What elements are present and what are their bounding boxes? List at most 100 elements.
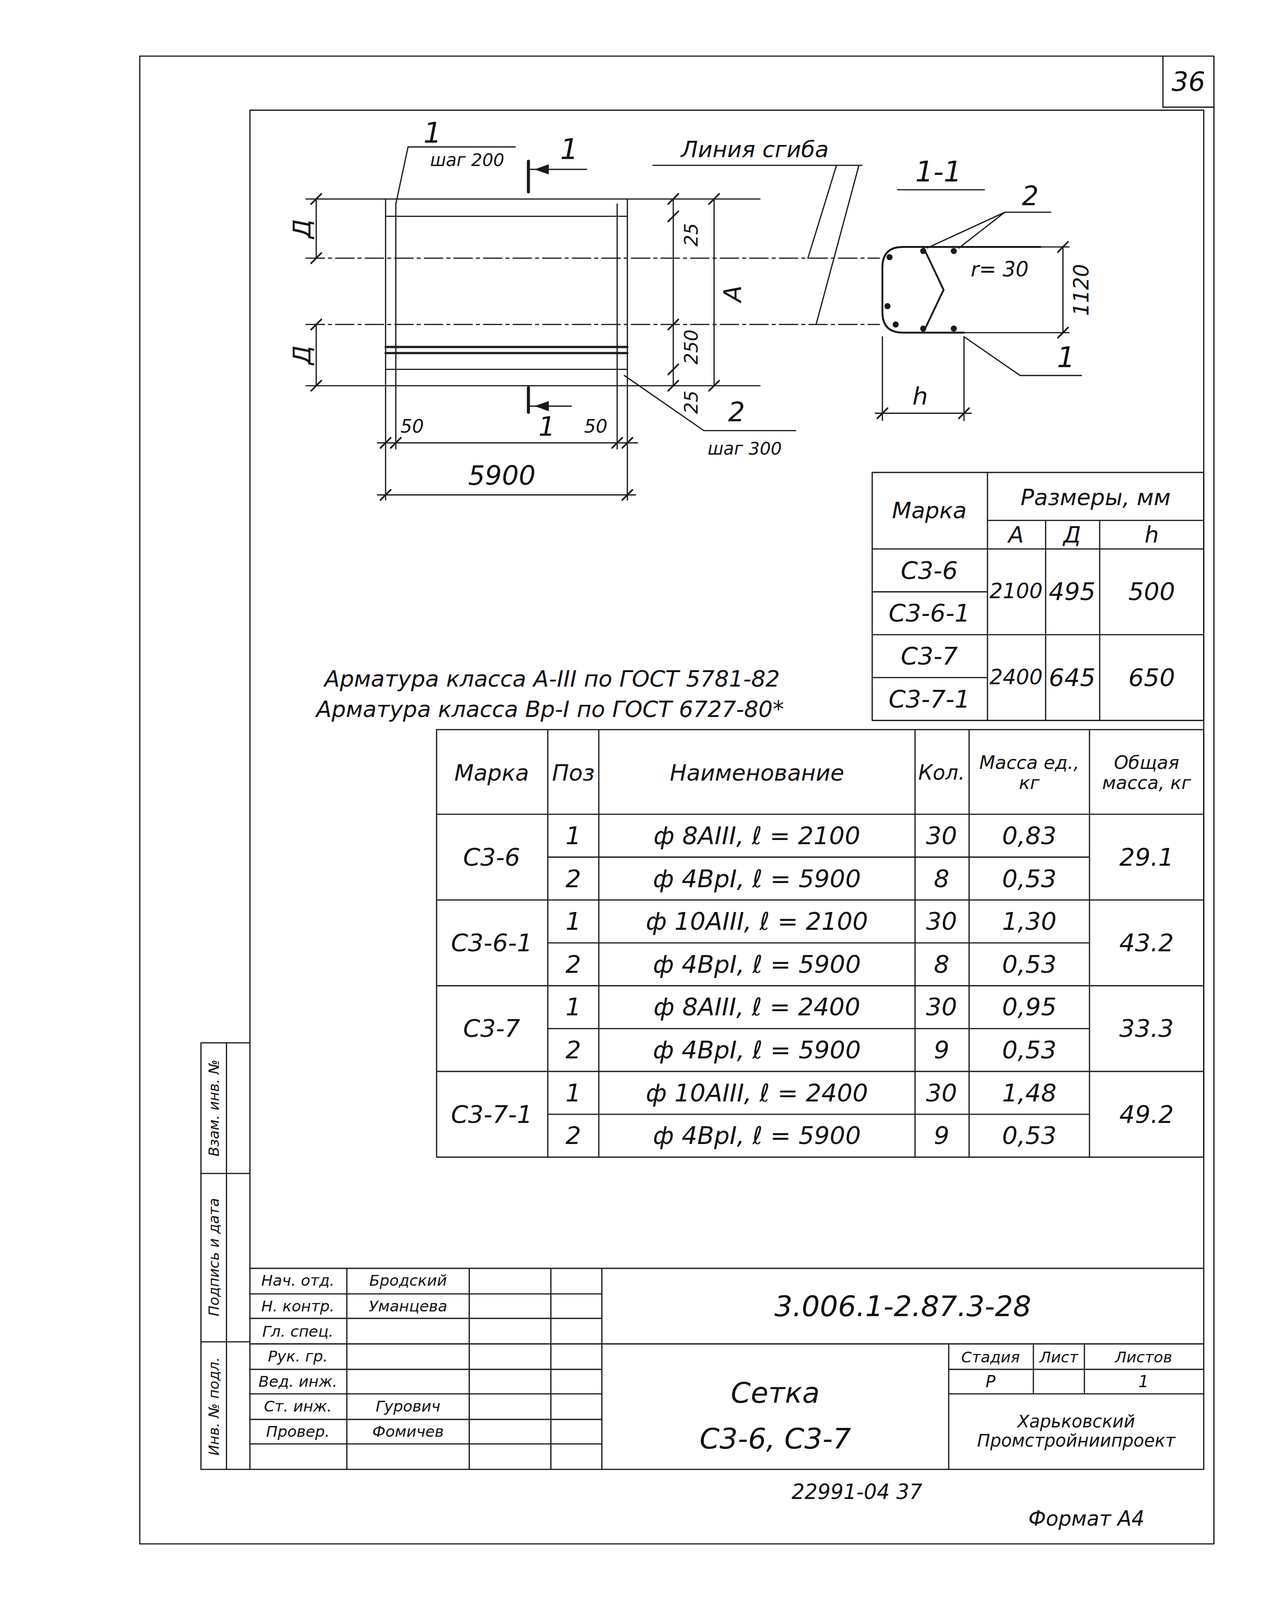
- table-cell: 2: [565, 1036, 582, 1064]
- table-cell: С3-7: [900, 642, 959, 670]
- callout-number: 1: [423, 116, 442, 149]
- table-cell: 0,53: [1001, 1036, 1057, 1064]
- table-header: Общая масса, кг: [1091, 751, 1203, 793]
- organization-name: Харьковский Промстройниипроект: [953, 1412, 1199, 1451]
- table-cell: С3-6-1: [450, 929, 533, 957]
- stamp-text: Уманцева: [368, 1297, 448, 1315]
- table-header: Кол.: [918, 761, 965, 784]
- table-header: Масса ед., кг: [972, 751, 1087, 793]
- callout-number: 1: [1057, 341, 1076, 373]
- dimension-text: h: [912, 382, 928, 410]
- stamp-text: Инв. № подл.: [206, 1356, 223, 1456]
- stamp-text: Вед. инж.: [258, 1372, 338, 1390]
- table-cell: 2100: [989, 580, 1043, 604]
- side-stamp: [201, 1042, 251, 1470]
- callout-number: 2: [727, 397, 745, 427]
- table-cell: ф 8АIII, ℓ = 2400: [653, 993, 861, 1021]
- stamp-text: Н. контр.: [261, 1297, 335, 1315]
- dimension-ticks: [877, 241, 1068, 418]
- table-cell: 0,83: [1001, 821, 1057, 850]
- section-mark: [528, 169, 587, 406]
- stamp-text: Взам. инв. №: [206, 1059, 223, 1157]
- table-header: Марка: [892, 497, 967, 523]
- outer-frame: [139, 56, 1214, 1544]
- dimension-text: 50: [400, 416, 424, 437]
- note-text: Арматура класса А-III по ГОСТ 5781-82: [324, 666, 780, 692]
- table-cell: 30: [925, 993, 958, 1021]
- table-cell: 1,48: [1001, 1079, 1057, 1107]
- table-header: Д: [1063, 522, 1081, 548]
- section-mark-number: 1: [538, 411, 555, 441]
- section-dimensions: [875, 246, 1070, 421]
- table-cell: 9: [933, 1036, 950, 1064]
- section-profile: [882, 246, 1041, 333]
- mesh-outline: [306, 198, 761, 500]
- spec-table-grid: [436, 729, 1204, 1157]
- table-cell: С3-6: [463, 843, 521, 871]
- table-cell: ф 8АIII, ℓ = 2100: [653, 821, 861, 850]
- table-header: h: [1144, 522, 1159, 548]
- mesh-bars: [385, 203, 628, 449]
- dimension-text: r= 30: [970, 258, 1029, 281]
- section-arrow: [534, 400, 549, 411]
- archive-number: 22991-04 37: [791, 1480, 923, 1503]
- leader-lines: [927, 212, 1081, 376]
- dimension-text: Д: [288, 345, 316, 365]
- stamp-text: Листов: [1115, 1348, 1173, 1366]
- table-cell: 1: [565, 993, 582, 1021]
- bar-dots: [884, 247, 958, 332]
- table-cell: ф 4ВрI, ℓ = 5900: [653, 864, 862, 893]
- table-cell: С3-6-1: [888, 599, 970, 627]
- table-header: Марка: [454, 759, 530, 785]
- dimension-text: 250: [681, 329, 702, 365]
- stamp-text: Бродский: [369, 1271, 447, 1289]
- table-cell: С3-7-1: [888, 685, 970, 713]
- stamp-text: 1: [1138, 1372, 1149, 1391]
- table-cell: 33.3: [1119, 1014, 1175, 1042]
- drawing-title: С3-6, С3-7: [699, 1422, 851, 1455]
- table-cell: 1: [565, 1079, 582, 1107]
- table-cell: 0,95: [1001, 993, 1057, 1021]
- stamp-text: Рук. гр.: [267, 1347, 328, 1365]
- stamp-text: Лист: [1039, 1348, 1079, 1366]
- leader-lines: [396, 146, 985, 431]
- table-cell: 2: [565, 864, 582, 893]
- dimension-text: 50: [583, 416, 608, 437]
- table-cell: 43.2: [1119, 929, 1175, 957]
- table-cell: 49.2: [1119, 1100, 1175, 1128]
- dimension-text: 5900: [468, 461, 536, 490]
- dimension-text: 25: [681, 223, 702, 247]
- table-cell: 2: [565, 1122, 582, 1150]
- stamp-text: Гурович: [375, 1397, 441, 1415]
- dimension-lines: [316, 198, 714, 495]
- table-cell: 650: [1128, 663, 1175, 692]
- title-block-grid: [250, 1268, 1204, 1470]
- stamp-text: Провер.: [266, 1422, 330, 1440]
- bend-line: [306, 258, 880, 325]
- table-cell: ф 10АIII, ℓ = 2400: [645, 1079, 869, 1107]
- table-cell: С3-6: [900, 556, 959, 584]
- table-cell: 30: [925, 1079, 958, 1107]
- note-text: Арматура класса Вр-I по ГОСТ 6727-80*: [316, 696, 784, 722]
- section-arrow: [534, 164, 549, 175]
- table-cell: 8: [933, 864, 950, 893]
- table-cell: 29.1: [1119, 843, 1175, 871]
- section-title: 1-1: [914, 155, 962, 188]
- table-cell: 495: [1048, 578, 1096, 606]
- mesh-bars-pair: [385, 346, 628, 354]
- stamp-text: Гл. спец.: [262, 1322, 334, 1340]
- document-code: 3.006.1-2.87.3-28: [774, 1289, 1031, 1322]
- table-cell: 1: [565, 821, 582, 850]
- stamp-text: Ст. инж.: [263, 1397, 332, 1415]
- dimension-text: А: [719, 285, 747, 303]
- table-cell: 1: [565, 907, 582, 935]
- stamp-text: Стадия: [961, 1348, 1021, 1366]
- table-header: А: [1008, 522, 1024, 548]
- table-header: Наименование: [669, 759, 844, 785]
- table-cell: С3-7-1: [450, 1100, 533, 1128]
- section-mark: [526, 161, 531, 413]
- table-cell: 8: [933, 950, 950, 978]
- dimension-text: 25: [681, 390, 702, 414]
- sheet-number: 36: [1171, 66, 1206, 96]
